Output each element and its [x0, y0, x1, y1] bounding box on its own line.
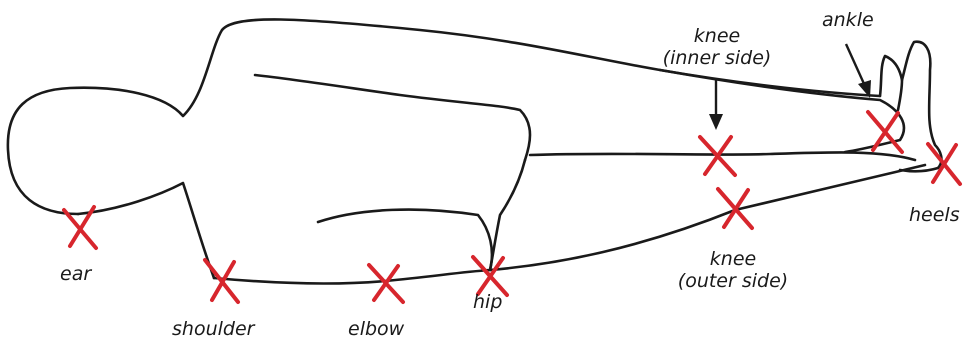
torso-outline: [255, 75, 530, 160]
back-outline: [214, 165, 925, 283]
pressure-mark-hip: [473, 257, 507, 295]
label-knee-outer-line2: (outer side): [663, 270, 803, 292]
label-knee-outer: knee (outer side): [663, 248, 803, 292]
knee-inner-arrow: [709, 78, 723, 130]
upper-leg-outline: [490, 160, 525, 270]
label-ear: ear: [60, 263, 91, 285]
pressure-mark-elbow: [369, 265, 403, 302]
label-ankle: ankle: [822, 9, 874, 31]
ankle-arrow: [846, 44, 871, 98]
pressure-mark-knee-inner: [700, 137, 735, 175]
pressure-mark-shoulder: [205, 260, 238, 302]
label-knee-inner: knee (inner side): [652, 25, 782, 69]
pressure-mark-heels: [928, 144, 960, 184]
arm-outline: [318, 210, 492, 270]
label-knee-inner-line2: (inner side): [652, 47, 782, 69]
label-elbow: elbow: [348, 318, 404, 340]
label-knee-outer-line1: knee: [663, 248, 803, 270]
label-hip: hip: [473, 291, 502, 313]
neck-shoulder-outline: [78, 183, 214, 278]
foot-inner-outline: [898, 80, 902, 110]
label-shoulder: shoulder: [172, 318, 254, 340]
label-knee-inner-line1: knee: [652, 25, 782, 47]
label-heels: heels: [909, 204, 960, 226]
